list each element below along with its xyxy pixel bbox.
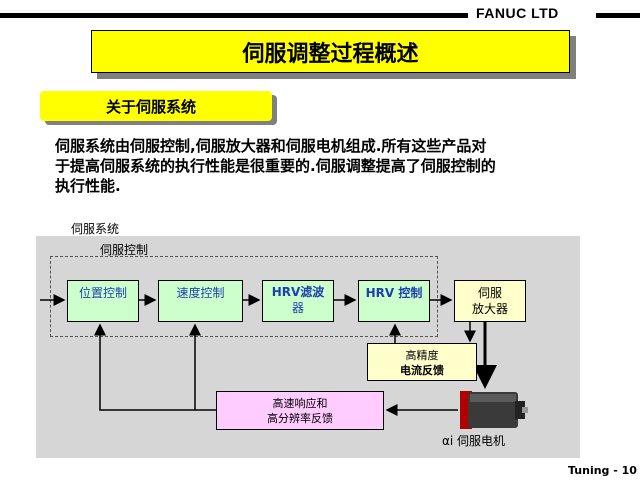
servo-system-label: 伺服系统 xyxy=(71,222,120,236)
position-control-block: 位置控制 xyxy=(67,280,139,322)
paragraph-line: 于提高伺服系统的执行性能是很重要的.伺服调整提高了伺服控制的 xyxy=(55,157,496,175)
intro-paragraph: 伺服系统由伺服控制,伺服放大器和伺服电机组成.所有这些产品对 于提高伺服系统的执… xyxy=(55,136,595,196)
page-number: Tuning - 10 xyxy=(568,464,637,477)
hrv-control-block: HRV 控制 xyxy=(358,280,430,322)
hrv-filter-label: HRV滤波 xyxy=(271,285,325,299)
hrv-filter-label-2: 器 xyxy=(291,301,304,315)
current-feedback-label-2: 电流反馈 xyxy=(400,364,444,377)
response-feedback-label-2: 高分辨率反馈 xyxy=(267,412,333,425)
position-control-label: 位置控制 xyxy=(78,286,127,300)
page-title: 伺服调整过程概述 xyxy=(91,30,570,73)
section-tab: 关于伺服系统 xyxy=(40,91,272,121)
header-rule-right xyxy=(596,13,640,18)
current-feedback-block: 高精度 电流反馈 xyxy=(367,343,477,381)
servo-control-label: 伺服控制 xyxy=(100,243,149,257)
motor-label: αi 伺服电机 xyxy=(442,434,506,448)
arrow-feedback-to-position xyxy=(94,323,216,411)
amplifier-label-2: 放大器 xyxy=(471,302,508,316)
hrv-filter-block: HRV滤波 器 xyxy=(262,280,334,322)
response-feedback-block: 高速响应和 高分辨率反馈 xyxy=(216,391,384,430)
amplifier-label-1: 伺服 xyxy=(477,286,502,300)
paragraph-line: 伺服系统由伺服控制,伺服放大器和伺服电机组成.所有这些产品对 xyxy=(55,137,487,155)
servo-amplifier-block: 伺服 放大器 xyxy=(454,280,526,322)
velocity-control-label: 速度控制 xyxy=(176,286,225,300)
company-name: FANUC LTD xyxy=(476,5,559,21)
paragraph-line: 执行性能. xyxy=(55,177,121,195)
velocity-control-block: 速度控制 xyxy=(158,280,243,322)
servo-control-boundary xyxy=(50,256,438,337)
current-feedback-label-1: 高精度 xyxy=(405,349,439,362)
header-rule-left xyxy=(0,13,468,18)
hrv-control-label: HRV 控制 xyxy=(365,286,423,300)
response-feedback-label-1: 高速响应和 xyxy=(272,397,328,410)
servo-motor-icon xyxy=(460,391,528,429)
